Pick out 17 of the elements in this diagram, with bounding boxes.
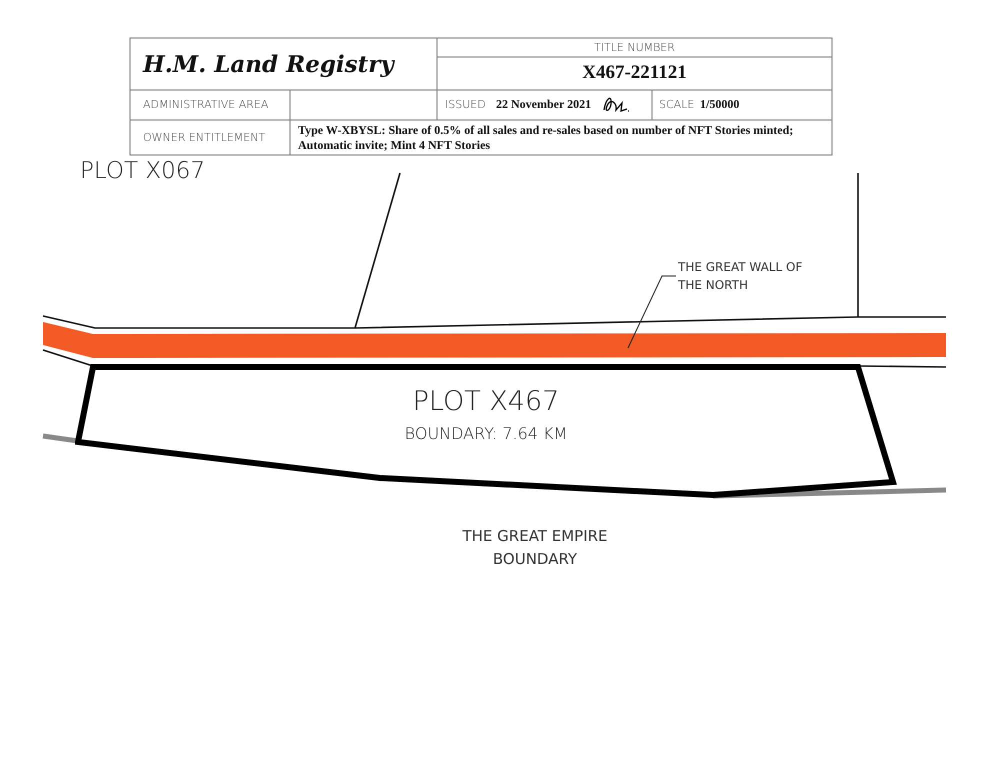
area-name: THE GREAT EMPIRE BOUNDARY bbox=[461, 526, 609, 570]
leader-line bbox=[628, 276, 676, 348]
entitlement-text: Type W-XBYSL: Share of 0.5% of all sales and re-sales based on number of NFT Stories minted; Automatic invite; Mint 4 NFT Stories bbox=[298, 123, 794, 153]
field-label: OWNER ENTITLEMENT bbox=[143, 131, 266, 144]
wall-band bbox=[43, 322, 946, 358]
field-label: ISSUED bbox=[445, 98, 486, 111]
field-label: TITLE NUMBER bbox=[593, 41, 676, 54]
registry-title: H.M. Land Registry bbox=[143, 51, 394, 78]
field-label: SCALE bbox=[659, 98, 694, 111]
plot-boundary-length: BOUNDARY: 7.64 KM bbox=[404, 424, 568, 443]
plot-name: PLOT X467 bbox=[412, 386, 560, 417]
plot-name: PLOT X067 bbox=[80, 158, 205, 184]
title-number: X467-221121 bbox=[581, 62, 688, 84]
area-name: THE GREAT WALL OF THE NORTH bbox=[678, 259, 804, 294]
issue-date: 22 November 2021 bbox=[496, 97, 592, 112]
field-label: ADMINISTRATIVE AREA bbox=[143, 98, 268, 111]
scale-value: 1/50000 bbox=[700, 97, 740, 112]
